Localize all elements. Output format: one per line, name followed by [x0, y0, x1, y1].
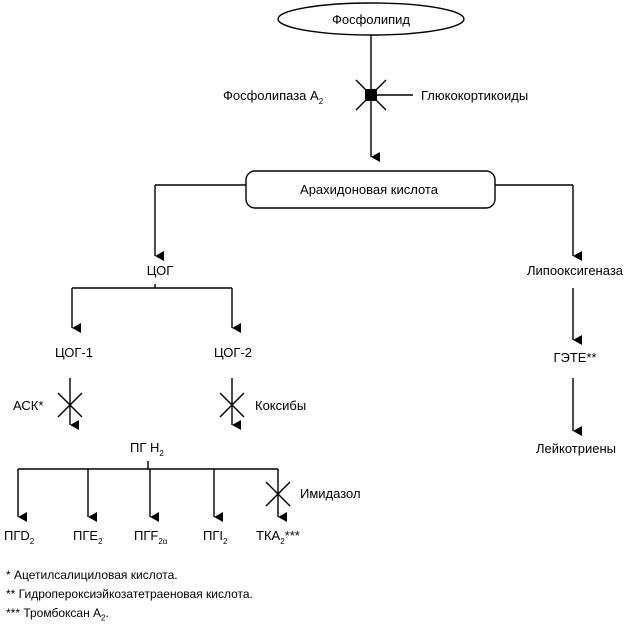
pge2-label: ПГЕ2: [73, 528, 103, 546]
tka2-label: ТКА2***: [256, 528, 300, 546]
arachidonic-acid-node: [245, 170, 496, 209]
footnote-hete: ** Гидропероксиэйкозатетраеновая кислота…: [6, 587, 253, 601]
ask-label: АСК*: [13, 398, 43, 413]
cox2-label: ЦОГ-2: [214, 345, 252, 360]
glucocorticoids-label: Глюкокортикоиды: [421, 88, 528, 103]
imidazole-label: Имидазол: [300, 486, 361, 501]
pgf2a-label: ПГF2α: [134, 528, 168, 546]
hete-label: ГЭТЕ**: [553, 350, 596, 365]
pgd2-label: ПГD2: [4, 528, 35, 546]
cox-label: ЦОГ: [147, 263, 173, 278]
leukotrienes-label: Лейкотриены: [536, 441, 616, 456]
pgh2-label: ПГ Н2: [130, 440, 164, 458]
phospholipase-label: Фосфолипаза А2: [223, 88, 324, 106]
pgi2-label: ПГI2: [203, 528, 228, 546]
footnote-thromboxane: *** Тромбоксан А2.: [6, 606, 109, 623]
phospholipid-label: Фосфолипид: [332, 12, 410, 27]
coxibs-label: Коксибы: [255, 398, 306, 413]
cox1-label: ЦОГ-1: [55, 345, 93, 360]
arachidonic-acid-label: Арахидоновая кислота: [300, 182, 439, 197]
lipoxygenase-label: Липооксигеназа: [527, 263, 624, 278]
inhibition-square: [365, 89, 377, 101]
footnote-asa: * Ацетилсалициловая кислота.: [6, 568, 178, 582]
